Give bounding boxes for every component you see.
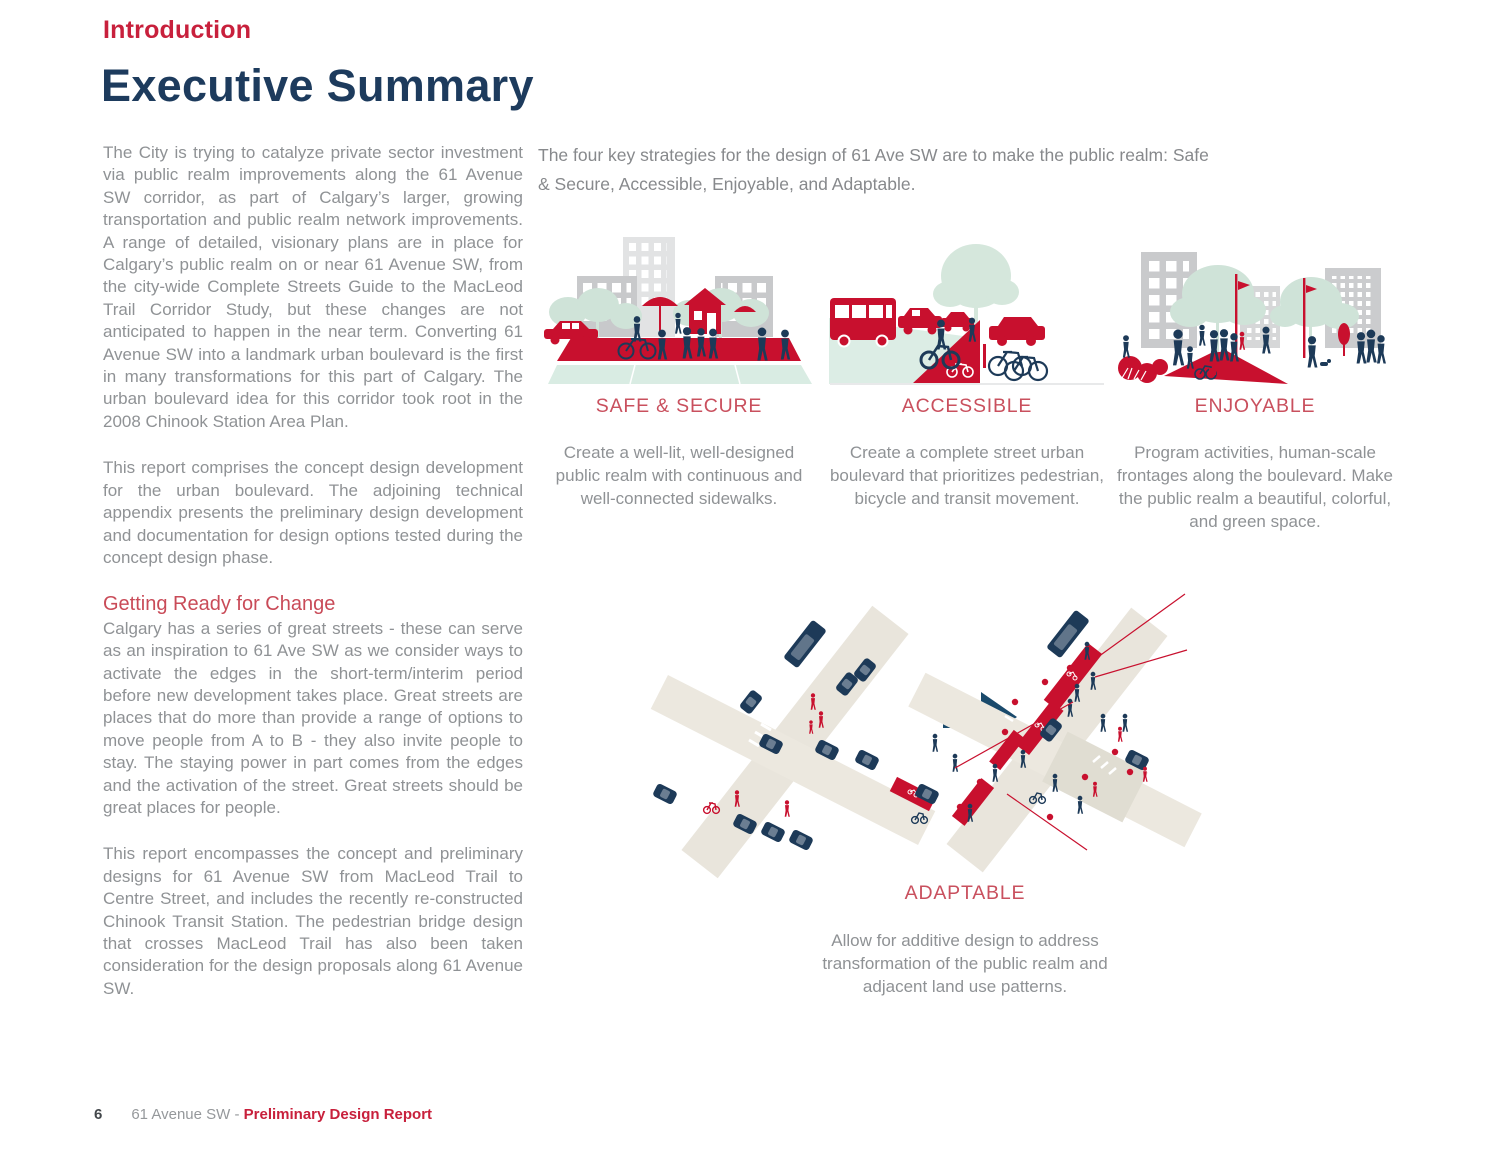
strategy-label-accessible: ACCESSIBLE	[901, 395, 1033, 417]
section-eyebrow: Introduction	[103, 16, 252, 44]
car-icon	[652, 782, 678, 806]
pedestrian-icon	[1100, 713, 1107, 732]
page-footer: 6 61 Avenue SW - Preliminary Design Repor…	[94, 1106, 432, 1123]
suv-icon	[989, 317, 1045, 346]
page-number: 6	[94, 1106, 103, 1123]
grass-icon	[1121, 367, 1147, 381]
cyclist-icon	[702, 802, 721, 815]
bus-icon	[830, 298, 896, 348]
car-icon	[760, 820, 786, 844]
kiosk-icon	[684, 288, 726, 334]
banner-pole-icon	[1235, 274, 1317, 358]
strategy-desc-enjoyable: Program activities, human-scale frontage…	[1117, 443, 1393, 531]
enjoyable-illustration	[1118, 252, 1386, 384]
strategy-desc-safe-secure: Create a well-lit, well-designed public …	[555, 443, 803, 508]
car-icon	[738, 689, 764, 715]
pedestrian-icon	[784, 800, 790, 817]
strategy-desc-accessible: Create a complete street urban boulevard…	[829, 443, 1105, 508]
pedestrians	[1122, 324, 1386, 369]
left-text-column: The City is trying to catalyze private s…	[103, 142, 523, 1024]
strategy-card-safe-secure: SAFE & SECURE Create a well-lit, well-de…	[538, 226, 820, 510]
bike-rack-post	[983, 344, 986, 368]
concept-lines	[954, 593, 1188, 851]
accessible-illustration	[829, 244, 1104, 385]
before-scene	[650, 605, 936, 879]
body-paragraph-2: This report comprises the concept design…	[103, 458, 523, 567]
subsection-heading: Getting Ready for Change	[103, 593, 336, 616]
report-title: Preliminary Design Report	[243, 1106, 433, 1123]
document-name: 61 Avenue SW -	[131, 1106, 244, 1123]
shrub-icon	[1118, 356, 1168, 383]
pedestrian-icon	[1307, 336, 1318, 368]
pedestrian-icon	[1122, 335, 1130, 358]
car-icon	[788, 828, 814, 852]
pedestrian-icon	[992, 763, 999, 782]
car-icon	[898, 308, 942, 335]
car-icon	[544, 321, 598, 345]
awning-icon	[734, 306, 756, 312]
sidewalk-band	[557, 338, 801, 361]
body-paragraph-1: The City is trying to catalyze private s…	[103, 143, 523, 431]
body-paragraph-3: Calgary has a series of great streets - …	[103, 618, 523, 817]
strategy-label-enjoyable: ENJOYABLE	[1194, 395, 1316, 417]
street-trees	[956, 664, 1134, 821]
strategy-card-enjoyable: ENJOYABLE Program activities, human-scal…	[1114, 226, 1396, 533]
strategy-desc-adaptable: Allow for additive design to address tra…	[822, 931, 1108, 996]
car-icon	[941, 312, 974, 332]
car-icon	[854, 748, 880, 772]
body-paragraph-4: This report encompasses the concept and …	[103, 844, 523, 998]
cyclist-icon	[910, 792, 1047, 825]
pedestrian-icon	[1377, 335, 1386, 364]
bus-icon	[783, 619, 827, 669]
umbrella-icon	[642, 297, 678, 332]
plaza-base	[548, 364, 812, 385]
crosswalk-icon	[1004, 698, 1117, 775]
after-scene	[889, 593, 1202, 873]
adaptable-illustration	[650, 593, 1202, 879]
strategy-label-adaptable: ADAPTABLE	[904, 882, 1026, 904]
red-accents	[1209, 323, 1350, 375]
strategy-label-safe-secure: SAFE & SECURE	[595, 395, 763, 417]
bike-rack-icon	[987, 350, 1049, 382]
pedestrian-icon	[1077, 795, 1084, 814]
strategy-card-accessible: ACCESSIBLE Create a complete street urba…	[826, 226, 1108, 510]
tree-icon	[933, 244, 1019, 342]
page-title: Executive Summary	[101, 60, 534, 111]
pedestrian-icon	[1199, 324, 1206, 346]
pedestrian-icon	[952, 753, 959, 772]
road	[908, 607, 1202, 873]
pedestrian-icon	[932, 733, 939, 752]
pedestrian-icon	[1122, 713, 1129, 732]
safe-secure-illustration	[544, 237, 812, 385]
strategies-intro: The four key strategies for the design o…	[538, 145, 1209, 194]
